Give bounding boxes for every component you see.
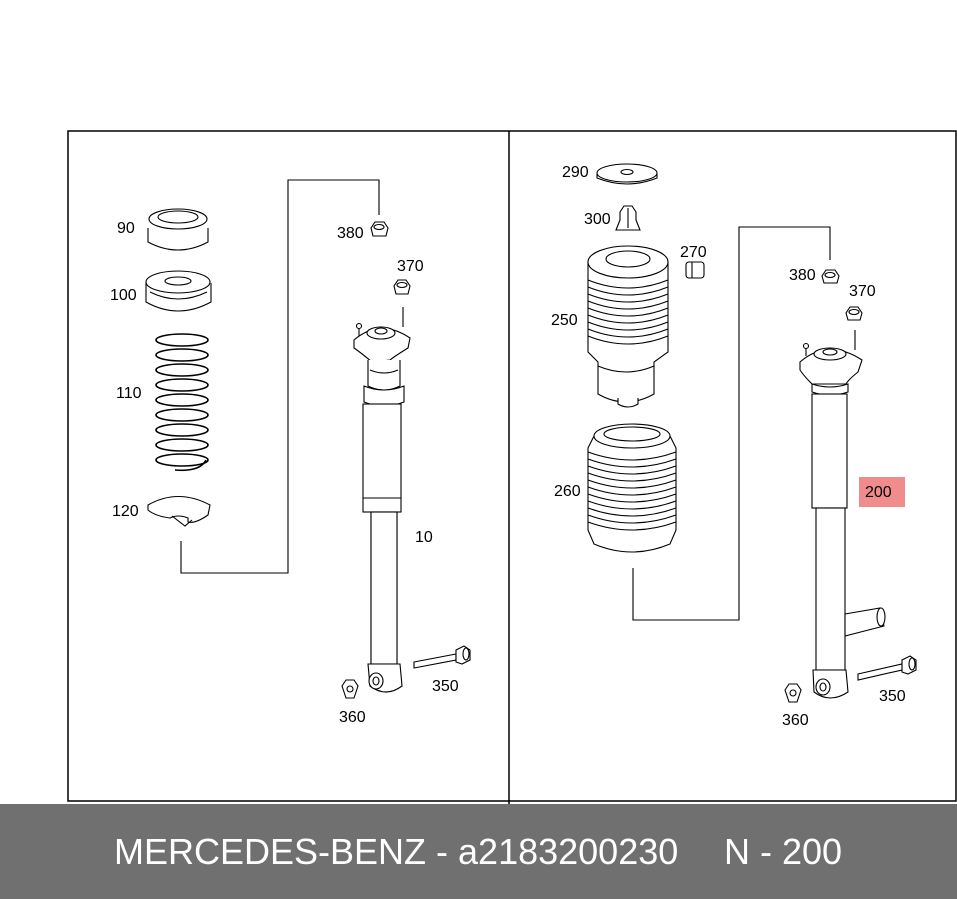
- label-370: 370: [397, 258, 424, 275]
- label-360: 360: [339, 709, 366, 726]
- part-110-coil-spring: [155, 333, 209, 472]
- label-290: 290: [562, 164, 589, 181]
- label-380: 380: [337, 225, 364, 242]
- part-reference: N - 200: [724, 831, 843, 872]
- right-assembly-bracket: [632, 226, 831, 621]
- part-380-nut-right: [821, 269, 840, 284]
- diagram-frame: [67, 130, 957, 802]
- right-panel: [587, 163, 917, 703]
- part-350-bolt: [413, 645, 471, 669]
- part-360-nut-right: [784, 683, 802, 703]
- part-90-bump-cap: [147, 208, 209, 251]
- highlight-200: [859, 477, 905, 507]
- footer-bar: MERCEDES-BENZ - a2183200230 N - 200: [0, 804, 957, 899]
- part-120-spring-pad: [147, 496, 211, 527]
- label-350-right: 350: [879, 688, 906, 705]
- label-360-right: 360: [782, 712, 809, 729]
- part-290-washer: [596, 163, 658, 185]
- label-90: 90: [117, 220, 135, 237]
- part-300-clip: [615, 205, 641, 231]
- part-270-plug: [685, 261, 705, 279]
- part-100-spring-seat: [145, 270, 212, 312]
- label-10: 10: [415, 529, 433, 546]
- part-10-shock-absorber: [353, 307, 411, 693]
- part-370-nut-right: [845, 306, 863, 321]
- brand-part-number: MERCEDES-BENZ - a2183200230: [114, 831, 679, 872]
- label-260: 260: [554, 483, 581, 500]
- label-100: 100: [110, 287, 137, 304]
- label-250: 250: [551, 312, 578, 329]
- left-assembly-bracket: [180, 179, 380, 574]
- part-250-air-spring: [587, 245, 669, 408]
- left-panel: [145, 179, 471, 699]
- part-350-bolt-right: [857, 655, 917, 681]
- part-360-nut: [341, 679, 359, 699]
- label-200: 200: [865, 484, 892, 501]
- part-380-nut: [370, 221, 389, 237]
- label-350: 350: [432, 678, 459, 695]
- label-300: 300: [584, 211, 611, 228]
- part-260-bellows: [587, 423, 677, 553]
- part-370-nut: [393, 279, 411, 295]
- label-120: 120: [112, 503, 139, 520]
- label-270: 270: [680, 244, 707, 261]
- label-380-right: 380: [789, 267, 816, 284]
- part-200-shock-absorber: [799, 330, 886, 699]
- label-110: 110: [116, 385, 142, 402]
- label-370-right: 370: [849, 283, 876, 300]
